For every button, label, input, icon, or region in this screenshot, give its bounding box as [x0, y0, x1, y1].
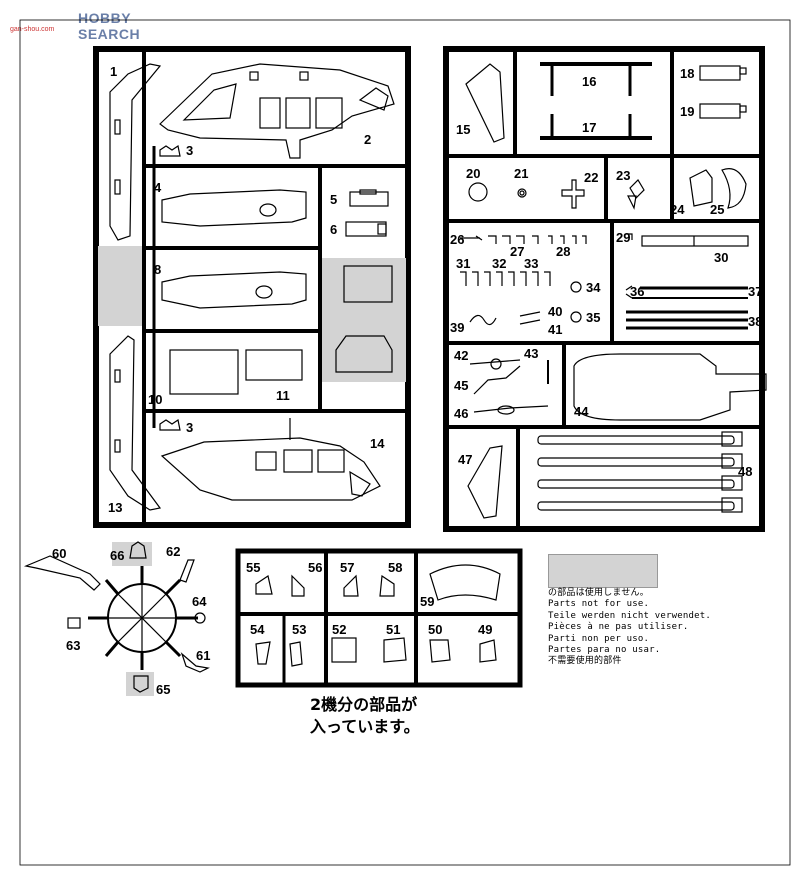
part-2-shape: [159, 63, 395, 159]
watermark-url: gan-shou.com: [10, 26, 55, 33]
part-label: 16: [582, 74, 596, 89]
note-line: の部品は使用しません。: [548, 588, 649, 598]
part-1-shape: [109, 63, 162, 241]
part-label: 43: [524, 346, 538, 361]
part-label: 48: [738, 464, 752, 479]
note-line: Partes para no usar.: [548, 645, 661, 656]
part-label: 58: [388, 560, 402, 575]
part-label: 64: [192, 594, 207, 609]
part-label: 33: [524, 256, 538, 271]
part-label: 63: [66, 638, 80, 653]
part-60-shape: [23, 555, 101, 591]
part-label: 13: [108, 500, 122, 515]
part-label: 3: [186, 420, 193, 435]
part-label: 38: [748, 314, 762, 329]
part-label: 26: [450, 232, 464, 247]
part-label: 22: [584, 170, 598, 185]
part-label: 45: [454, 378, 468, 393]
page-frame: [19, 19, 791, 866]
part-label: 5: [330, 192, 337, 207]
part-label: 54: [250, 622, 265, 637]
part-label: 65: [156, 682, 170, 697]
part-label: 32: [492, 256, 506, 271]
caption-line-2: 入っています。: [310, 717, 420, 736]
two-aircraft-caption: 2機分の部品が 入っています。: [310, 694, 420, 738]
part-label: 21: [514, 166, 528, 181]
part-15-shape: [465, 63, 505, 143]
part-label: 20: [466, 166, 480, 181]
note-line: Pièces à ne pas utiliser.: [548, 622, 689, 633]
part-label: 60: [52, 546, 66, 561]
part-label: 50: [428, 622, 442, 637]
part-label: 46: [454, 406, 468, 421]
part-label: 59: [420, 594, 434, 609]
part-label: 23: [616, 168, 630, 183]
window-sprue-frame: [235, 548, 523, 688]
part-label: 24: [670, 202, 685, 217]
part-label: 57: [340, 560, 354, 575]
part-label: 4: [154, 180, 162, 195]
part-8-shape: [161, 271, 307, 309]
part-label: 56: [308, 560, 322, 575]
part-label: 42: [454, 348, 468, 363]
part-label: 19: [680, 104, 694, 119]
part-label: 30: [714, 250, 728, 265]
part-label: 3: [186, 143, 193, 158]
part-label: 66: [110, 548, 124, 563]
left-sprue-frame: [93, 46, 411, 528]
part-label: 29: [616, 230, 630, 245]
part-label: 36: [630, 284, 644, 299]
unused-region: [98, 246, 142, 326]
watermark-title: HOBBY SEARCH: [78, 10, 141, 42]
note-line: 不需要使用的部件: [548, 656, 622, 667]
part-label: 17: [582, 120, 596, 135]
part-label: 15: [456, 122, 470, 137]
part-label: 37: [748, 284, 762, 299]
part-label: 35: [586, 310, 600, 325]
part-label: 18: [680, 66, 694, 81]
note-line: Teile werden nicht verwendet.: [548, 610, 711, 621]
note-line: Parti non per uso.: [548, 633, 650, 644]
part-label: 41: [548, 322, 562, 337]
watermark-logo: HOBBY SEARCH gan-shou.com: [8, 4, 168, 42]
part-4-shape: [161, 189, 307, 227]
part-label: 53: [292, 622, 306, 637]
part-label: 25: [710, 202, 724, 217]
part-label: 47: [458, 452, 472, 467]
part-label: 6: [330, 222, 337, 237]
part-label: 61: [196, 648, 210, 663]
part-label: 51: [386, 622, 400, 637]
part-14-shape: [160, 437, 381, 501]
unused-region: [322, 258, 406, 382]
part-13-shape: [109, 335, 162, 511]
part-label: 62: [166, 544, 180, 559]
part-label: 8: [154, 262, 161, 277]
part-label: 55: [246, 560, 260, 575]
caption-line-1: 2機分の部品が: [310, 695, 418, 714]
unused-parts-swatch: [548, 554, 658, 588]
part-label: 10: [148, 392, 162, 407]
part-label: 28: [556, 244, 570, 259]
note-line: Parts not for use.: [548, 599, 650, 610]
part-label: 40: [548, 304, 562, 319]
part-label: 2: [364, 132, 371, 147]
part-label: 34: [586, 280, 601, 295]
unused-parts-note: の部品は使用しません。 Parts not for use. Teile wer…: [548, 588, 711, 668]
part-label: 52: [332, 622, 346, 637]
part-label: 39: [450, 320, 464, 335]
part-59-shape: [429, 564, 501, 601]
part-number-labels: 1 2 3 4 5 6 8 10 11 3 13 14 15 16 17 18 …: [52, 64, 762, 697]
part-label: 44: [574, 404, 589, 419]
part-label: 1: [110, 64, 117, 79]
part-label: 27: [510, 244, 524, 259]
part-label: 31: [456, 256, 470, 271]
part-44-shape: [573, 353, 767, 421]
part-label: 49: [478, 622, 492, 637]
part-label: 11: [276, 388, 290, 403]
part-label: 14: [370, 436, 385, 451]
right-sprue-frame: [443, 46, 765, 532]
